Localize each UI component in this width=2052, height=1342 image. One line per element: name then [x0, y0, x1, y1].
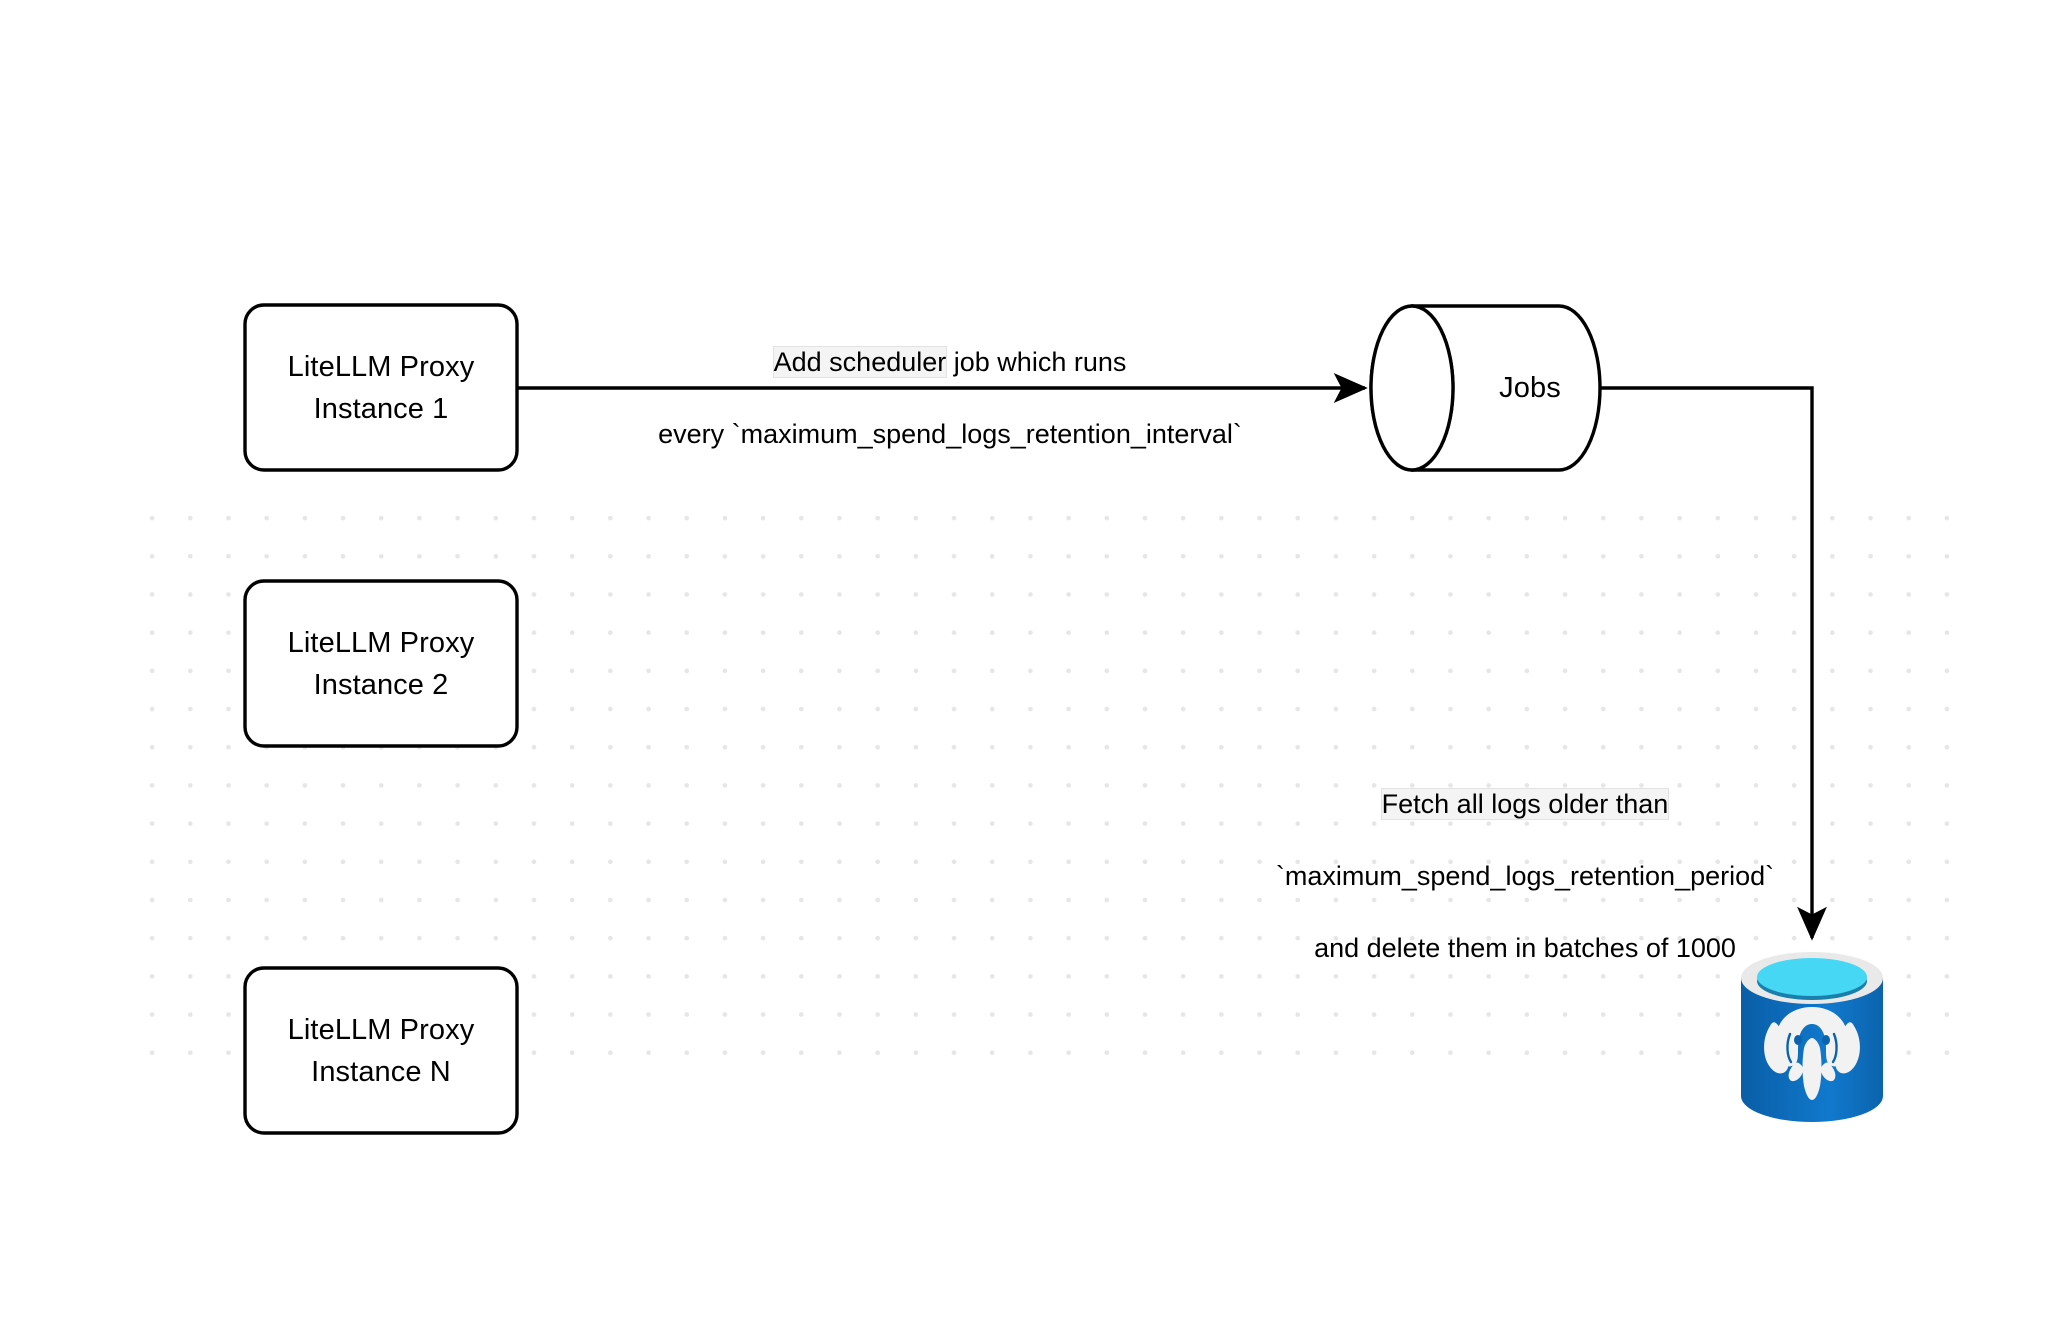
edge-jobs-postgres-line: [1600, 386, 1827, 941]
postgres-elephant-glyph: [1764, 1007, 1860, 1100]
edge-proxy1-jobs-label-line-1-rest: job which runs: [946, 347, 1127, 377]
edge-jobs-postgres-label-line-2: `maximum_spend_logs_retention_period`: [1275, 861, 1775, 891]
node-proxy-1-label: LiteLLM Proxy Instance 1: [287, 351, 475, 425]
node-proxy-2-label: LiteLLM Proxy Instance 2: [287, 627, 475, 701]
edge-jobs-postgres-label-line-3: and delete them in batches of 1000: [1314, 933, 1736, 963]
postgresql-database-icon[interactable]: [1737, 952, 1887, 1124]
edge-proxy1-jobs-label-line-1: Add scheduler job which runs: [600, 344, 1300, 380]
edge-proxy1-jobs-label-line-2: every `maximum_spend_logs_retention_inte…: [658, 419, 1242, 449]
edge-label-highlight-2: Fetch all logs older than: [1381, 789, 1669, 819]
edge-jobs-postgres-label-line-1: Fetch all logs older than: [1245, 786, 1805, 822]
node-proxy-n-label: LiteLLM Proxy Instance N: [287, 1014, 475, 1088]
node-jobs-shape[interactable]: [1369, 304, 1602, 472]
edge-label-highlight: Add scheduler: [773, 347, 947, 377]
edge-jobs-postgres-label: Fetch all logs older than `maximum_spend…: [1245, 750, 1805, 1002]
node-proxy-n-shape[interactable]: [243, 966, 519, 1135]
edge-proxy1-jobs-label: Add scheduler job which runs every `maxi…: [600, 308, 1300, 488]
node-jobs-label: Jobs: [1499, 372, 1561, 404]
postgres-elephant-lines: [1786, 1032, 1838, 1064]
postgres-elephant-eyes: [1794, 1035, 1830, 1045]
db-top-fill: [1757, 958, 1867, 996]
node-proxy-2-shape[interactable]: [243, 579, 519, 748]
